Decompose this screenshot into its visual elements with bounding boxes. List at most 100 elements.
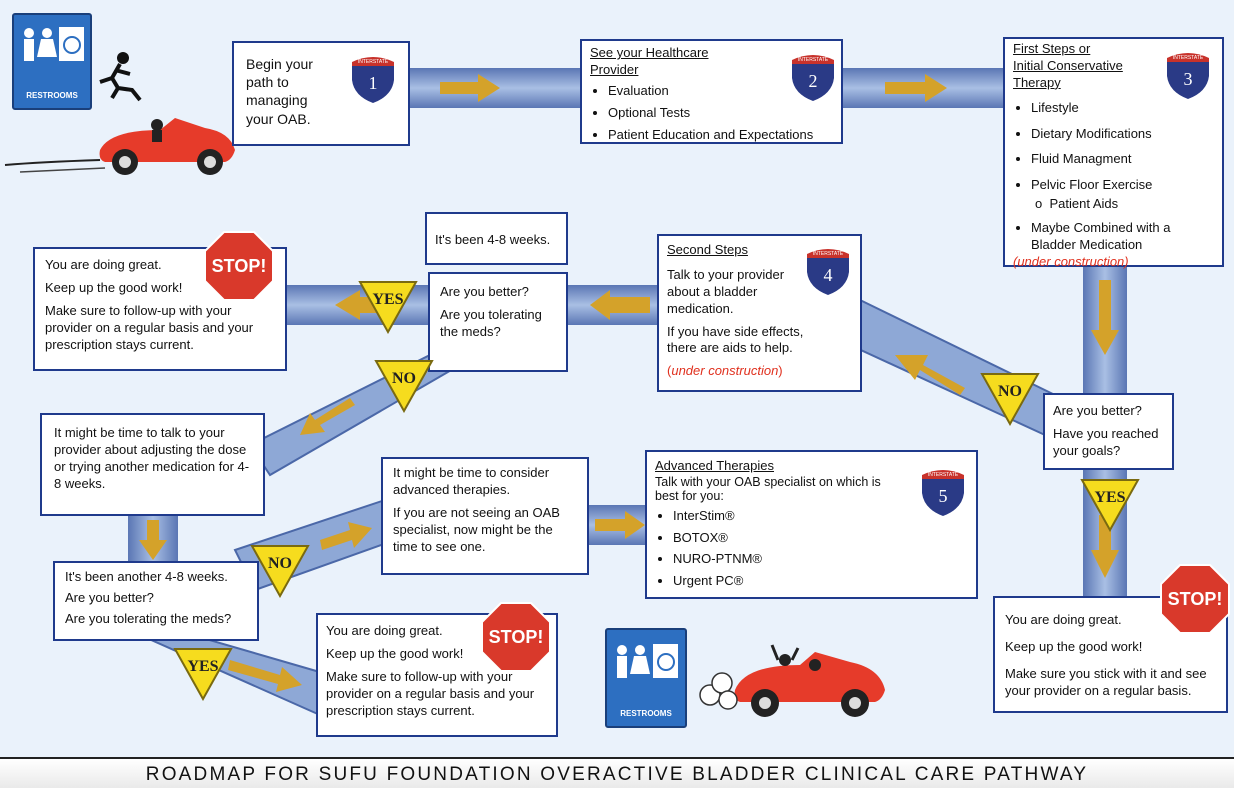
adjust-box: It might be time to talk to your provide… [40,413,265,516]
restroom-sign-icon: RESTROOMS [605,628,687,728]
svg-text:YES: YES [187,658,218,675]
question-text: Are you better? [1053,403,1142,418]
under-construction-note: (under construction) [667,363,783,379]
svg-text:INTERSTATE: INTERSTATE [813,251,844,257]
list-item: BOTOX® [673,530,968,547]
list-item: Urgent PC® [673,573,968,590]
question-text: Are you better? [440,284,529,299]
step4-heading: Second Steps [667,242,748,257]
interstate-5-shield-icon: INTERSTATE 5 [922,470,964,516]
no-sign-icon: NO [374,360,434,413]
interstate-2-shield-icon: INTERSTATE 2 [792,55,834,101]
list-item: Dietary Modifications [1031,126,1214,143]
svg-text:3: 3 [1184,69,1193,89]
svg-text:INTERSTATE: INTERSTATE [358,59,389,65]
interstate-1-shield-icon: INTERSTATE 1 [352,57,394,103]
red-car-cheering-icon [734,644,885,717]
arrow-down-yes [1091,515,1119,578]
advanced-consider-box: It might be time to consider advanced th… [381,457,589,575]
list-item: Maybe Combined with a Bladder Medication [1031,220,1214,254]
svg-text:4: 4 [824,265,833,285]
success-box-bottom: You are doing great. Keep up the good wo… [316,613,558,737]
step3-list: Lifestyle Dietary Modifications Fluid Ma… [1013,100,1214,254]
list-item: Lifestyle [1031,100,1214,117]
success-text: Make sure you stick with it and see your… [1005,665,1207,698]
svg-text:STOP!: STOP! [1168,589,1223,609]
speed-lines [4,159,101,166]
advanced-consider-text: It might be time to consider advanced th… [393,465,550,497]
list-item: Optional Tests [608,105,833,122]
arrow-left-4 [590,290,650,320]
weeks-text: It's been 4-8 weeks. [435,232,551,247]
step3-heading: First Steps or [1013,41,1091,56]
arrow-right-advanced [595,511,645,539]
no-sign-icon: NO [980,373,1040,426]
under-construction-note: (under construction) [1013,253,1129,269]
svg-text:NO: NO [268,555,292,572]
question-text: It's been another 4-8 weeks. [65,569,228,584]
step4-text: Talk to your provider about a bladder me… [667,266,785,316]
footer-title: ROADMAP FOR SUFU FOUNDATION OVERACTIVE B… [145,764,1089,785]
list-item: Evaluation [608,83,833,100]
list-item: Patient Education and Expectations [608,127,833,144]
svg-text:2: 2 [809,71,818,91]
list-item: Pelvic Floor Exercise [1031,177,1214,194]
stop-sign-icon: STOP! [204,231,274,301]
arrow-downleft-no [300,398,355,435]
arrow-right-1 [440,74,500,102]
svg-text:INTERSTATE: INTERSTATE [928,472,959,478]
svg-text:INTERSTATE: INTERSTATE [1173,55,1204,61]
stop-sign-icon: STOP! [481,602,551,672]
interstate-4-shield-icon: INTERSTATE 4 [807,249,849,295]
svg-text:NO: NO [392,370,416,387]
step3-heading: Therapy [1013,74,1061,90]
running-person-icon [99,52,142,102]
question-box: Are you better? Are you tolerating the m… [428,272,568,372]
weeks-box: It's been 4-8 weeks. [425,212,568,265]
svg-text:1: 1 [369,73,378,93]
success-text: You are doing great. [45,257,162,272]
speed-lines [19,167,106,173]
road-segment-yes-bottom [136,628,332,717]
success-text: You are doing great. [326,623,443,638]
arrow-upright-no [320,522,372,550]
success-text: Make sure to follow-up with your provide… [326,668,535,718]
arrow-down-adjust [139,520,167,560]
interstate-3-shield-icon: INTERSTATE 3 [1167,53,1209,99]
no-sign-icon: NO [250,545,310,598]
step2-heading: See your Healthcare [590,45,709,60]
question-text: Are you tolerating the meds? [440,306,542,339]
exhaust-cloud-icon [699,672,738,710]
list-item: NURO-PTNM® [673,551,968,568]
advanced-subtext: Talk with your OAB specialist on which i… [655,474,881,504]
step3-heading: Initial Conservative [1013,57,1123,73]
success-text: Keep up the good work! [1005,638,1143,654]
success-text: Keep up the good work! [326,645,464,661]
question-box-right: Are you better? Have you reached your go… [1043,393,1174,470]
another-weeks-box: It's been another 4-8 weeks. Are you bet… [53,561,259,641]
svg-text:NO: NO [998,383,1022,400]
start-text: Begin your path to managing your OAB. [246,56,313,127]
list-item: InterStim® [673,508,968,525]
svg-text:INTERSTATE: INTERSTATE [798,57,829,63]
list-item: Fluid Managment [1031,151,1214,168]
yes-sign-icon: YES [358,281,418,334]
stop-sign-icon: STOP! [1160,564,1230,634]
svg-text:YES: YES [1094,489,1125,506]
arrow-down-3 [1091,280,1119,355]
step2-heading: Provider [590,61,639,77]
success-box-right: You are doing great. Keep up the good wo… [993,596,1228,713]
yes-sign-icon: YES [173,648,233,701]
advanced-heading: Advanced Therapies [655,458,775,473]
advanced-list: InterStim® BOTOX® NURO-PTNM® Urgent PC® [655,508,968,591]
success-text: Make sure to follow-up with your provide… [45,302,254,352]
step4-text: If you have side effects, there are aids… [667,323,804,356]
svg-text:YES: YES [372,291,403,308]
success-text: Keep up the good work! [45,279,183,295]
restroom-sign-icon: RESTROOMS [12,13,92,110]
red-car-icon [99,118,235,175]
question-text: Are you better? [65,589,154,605]
svg-text:STOP!: STOP! [212,256,267,276]
question-text: Are you tolerating the meds? [65,610,232,626]
